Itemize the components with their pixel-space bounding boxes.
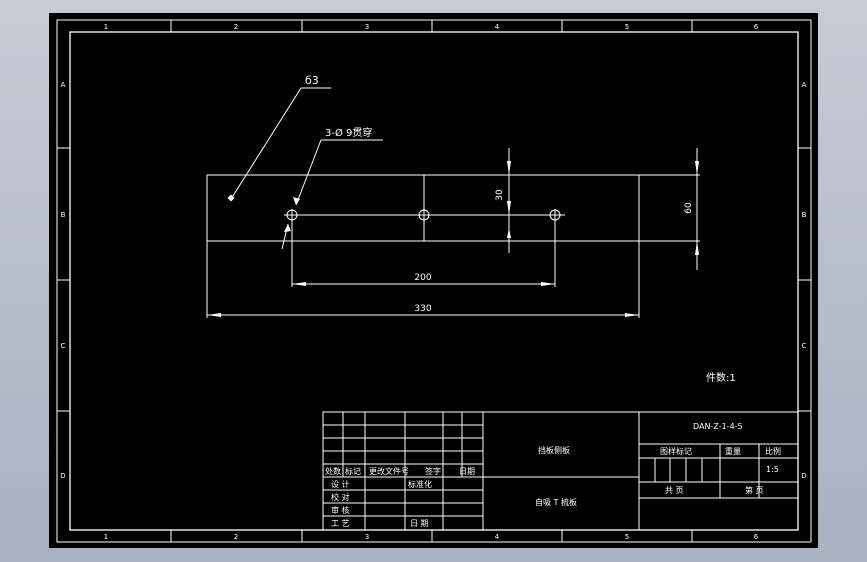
- zone-col-1-top: 1: [104, 23, 108, 31]
- dim-30-arrow-bottom: [507, 228, 511, 238]
- part-view: [206, 174, 640, 242]
- surface-callout: [227, 87, 331, 202]
- zone-row-c-left: C: [61, 342, 66, 350]
- row-check: 校 对: [331, 492, 350, 502]
- dim-330-arrow-left: [207, 313, 221, 317]
- date-label: 日 期: [410, 519, 429, 528]
- title-block: [322, 411, 799, 531]
- zone-row-b-left: B: [61, 211, 66, 219]
- dim-330: [206, 241, 640, 318]
- col-label-change-doc: 更改文件号: [369, 466, 409, 476]
- col-label-date: 日期: [459, 467, 475, 476]
- dim-30-text: 30: [495, 189, 505, 201]
- dim-60-arrow-bottom: [695, 241, 699, 255]
- zone-row-d-left: D: [60, 472, 65, 480]
- zone-col-4-bottom: 4: [495, 533, 500, 541]
- dim-200-arrow-right: [541, 282, 555, 286]
- drawing-number: DAN-Z-1-4-5: [693, 422, 743, 431]
- hole-callout-arrow-2: [284, 224, 291, 232]
- zone-row-a-right: A: [802, 81, 807, 89]
- col-label-count: 处数: [325, 466, 341, 476]
- total-sheets: 共 页: [665, 486, 684, 495]
- zone-col-2-bottom: 2: [234, 533, 238, 541]
- zone-ticks: [57, 20, 811, 542]
- scale-value: 1:5: [766, 465, 779, 474]
- scale-label: 比例: [765, 446, 781, 456]
- dim-330-text: 330: [414, 304, 431, 314]
- zone-col-3-bottom: 3: [365, 533, 369, 541]
- project-name: 自吸 T 梳板: [535, 497, 577, 507]
- zone-col-6-bottom: 6: [754, 533, 759, 541]
- plate-outline: [206, 174, 640, 242]
- dim-200: [291, 221, 556, 287]
- zone-col-5-top: 5: [625, 23, 629, 31]
- part-name: 挡板侧板: [538, 445, 570, 455]
- dim-60-arrow-top: [695, 161, 699, 175]
- dim-200-arrow-left: [292, 282, 306, 286]
- zone-row-d-right: D: [801, 472, 806, 480]
- col-label-signature: 签字: [425, 466, 441, 476]
- col-label-mark: 标记: [345, 466, 361, 476]
- zone-labels: 1 2 3 4 5 6 1 2 3 4 5 6 A B C D A B C D: [60, 23, 806, 541]
- standardization-label: 标准化: [408, 479, 432, 489]
- quantity-note: 件数:1: [706, 371, 736, 384]
- sheet-number: 第 页: [745, 485, 764, 495]
- zone-row-c-right: C: [802, 342, 807, 350]
- dim-30-arrow-mid: [507, 201, 511, 215]
- title-block-text: 处数 标记 更改文件号 签字 日期 设 计 校 对 审 核 工 艺 标准化 日 …: [325, 422, 781, 528]
- stage-label: 图样标记: [660, 446, 692, 456]
- hole-callout-text: 3-Ø 9贯穿: [325, 126, 372, 139]
- row-design: 设 计: [331, 479, 350, 489]
- hole-callout-arrow: [293, 197, 300, 205]
- zone-col-3-top: 3: [365, 23, 369, 31]
- zone-row-b-right: B: [802, 211, 807, 219]
- row-process: 工 艺: [331, 519, 350, 528]
- drawing-area: [49, 13, 818, 548]
- zone-row-a-left: A: [61, 81, 66, 89]
- dim-200-text: 200: [414, 273, 431, 283]
- weight-label: 重量: [725, 446, 741, 456]
- zone-col-6-top: 6: [754, 23, 759, 31]
- dim-30-arrow-top: [507, 161, 511, 175]
- zone-col-1-bottom: 1: [104, 533, 108, 541]
- row-review: 审 核: [331, 505, 350, 515]
- zone-col-4-top: 4: [495, 23, 500, 31]
- zone-col-2-top: 2: [234, 23, 238, 31]
- zone-col-5-bottom: 5: [625, 533, 629, 541]
- surface-callout-text: б3: [305, 74, 319, 87]
- dim-330-arrow-right: [625, 313, 639, 317]
- outer-frame: [56, 19, 812, 543]
- dim-60-text: 60: [684, 202, 694, 214]
